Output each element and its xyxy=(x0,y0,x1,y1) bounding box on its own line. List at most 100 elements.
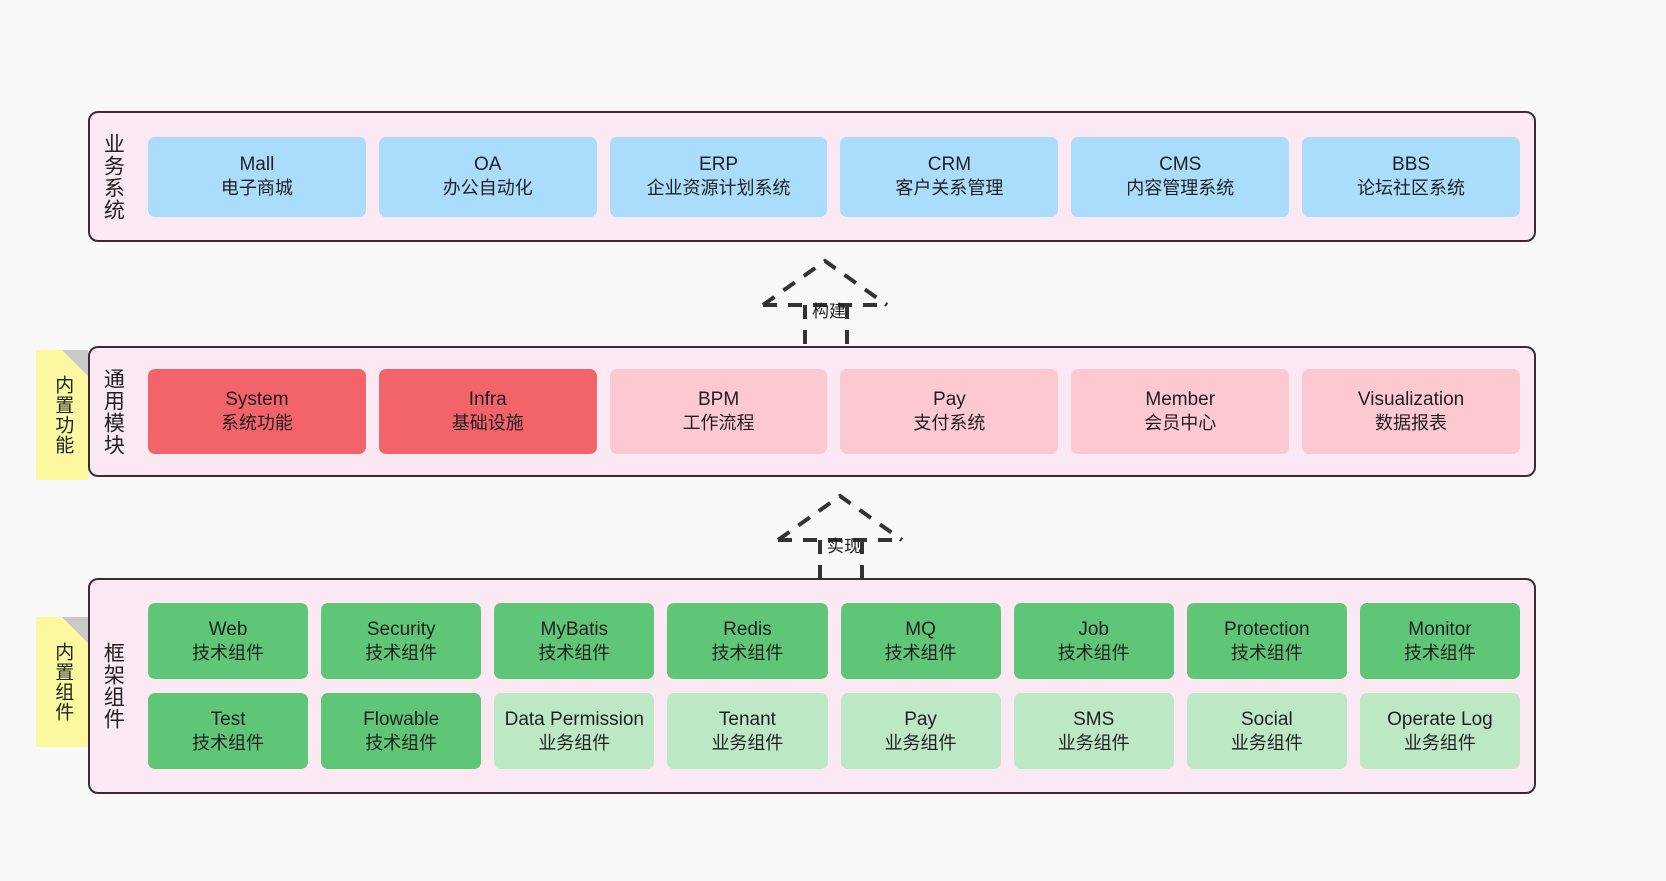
card-bpm-name: BPM xyxy=(697,389,740,411)
card-tenant[interactable]: Tenant 业务组件 xyxy=(667,693,828,769)
card-data-permission[interactable]: Data Permission 业务组件 xyxy=(494,693,655,769)
card-protection[interactable]: Protection 技术组件 xyxy=(1186,603,1347,679)
card-redis[interactable]: Redis 技术组件 xyxy=(667,603,828,679)
card-pay-component-name: Pay xyxy=(904,708,937,730)
card-protection-desc: 技术组件 xyxy=(1230,642,1303,663)
connector-implement-arrow xyxy=(776,493,904,585)
card-crm-name: CRM xyxy=(927,154,972,176)
card-web-desc: 技术组件 xyxy=(192,642,265,663)
card-sms-name: SMS xyxy=(1073,708,1115,730)
card-social-desc: 业务组件 xyxy=(1230,732,1303,753)
card-member-name: Member xyxy=(1145,389,1216,411)
card-visualization-desc: 数据报表 xyxy=(1375,413,1448,434)
layer-business-systems-body: Mall 电子商城 OA 办公自动化 ERP 企业资源计划系统 CRM 客户关系… xyxy=(134,113,1534,240)
card-security-desc: 技术组件 xyxy=(365,642,438,663)
card-member-desc: 会员中心 xyxy=(1144,413,1217,434)
card-web[interactable]: Web 技术组件 xyxy=(148,603,309,679)
card-job[interactable]: Job 技术组件 xyxy=(1013,603,1174,679)
card-monitor[interactable]: Monitor 技术组件 xyxy=(1359,603,1520,679)
card-bpm[interactable]: BPM 工作流程 xyxy=(609,369,828,454)
card-operate-log-desc: 业务组件 xyxy=(1403,732,1476,753)
card-monitor-desc: 技术组件 xyxy=(1403,642,1476,663)
layer-framework-components: 框架组件 Web 技术组件 Security 技术组件 MyBatis 技术组件… xyxy=(88,578,1536,794)
card-security-name: Security xyxy=(366,618,436,640)
connector-build: 构建 xyxy=(755,255,915,350)
sticky-note-builtin-components: 内置组件 xyxy=(36,617,88,747)
card-flowable-name: Flowable xyxy=(363,708,440,730)
card-system-desc: 系统功能 xyxy=(220,413,293,434)
card-security[interactable]: Security 技术组件 xyxy=(321,603,482,679)
card-mq[interactable]: MQ 技术组件 xyxy=(840,603,1001,679)
card-mall-desc: 电子商城 xyxy=(220,178,293,199)
card-pay-component[interactable]: Pay 业务组件 xyxy=(840,693,1001,769)
layer-common-modules: 通用模块 System 系统功能 Infra 基础设施 BPM 工作流程 Pay… xyxy=(88,346,1536,477)
card-bbs-name: BBS xyxy=(1392,154,1431,176)
card-mybatis-desc: 技术组件 xyxy=(538,642,611,663)
card-monitor-name: Monitor xyxy=(1408,618,1472,640)
connector-implement: 实现 xyxy=(770,490,930,585)
layer-framework-components-title: 框架组件 xyxy=(101,642,125,730)
card-infra[interactable]: Infra 基础设施 xyxy=(378,369,597,454)
layer-framework-components-body: Web 技术组件 Security 技术组件 MyBatis 技术组件 Redi… xyxy=(134,580,1534,792)
connector-build-label: 构建 xyxy=(812,302,846,321)
card-test-name: Test xyxy=(210,708,246,730)
card-sms-desc: 业务组件 xyxy=(1057,732,1130,753)
card-tenant-desc: 业务组件 xyxy=(711,732,784,753)
card-pay-module-desc: 支付系统 xyxy=(913,413,986,434)
card-cms-name: CMS xyxy=(1159,154,1202,176)
card-job-desc: 技术组件 xyxy=(1057,642,1130,663)
card-oa-desc: 办公自动化 xyxy=(442,178,533,199)
card-infra-desc: 基础设施 xyxy=(451,413,524,434)
card-infra-name: Infra xyxy=(468,389,507,411)
card-pay-module-name: Pay xyxy=(933,389,966,411)
card-erp-desc: 企业资源计划系统 xyxy=(646,178,791,199)
card-web-name: Web xyxy=(208,618,248,640)
sticky-note-builtin-features-label: 内置功能 xyxy=(52,375,74,455)
card-mq-name: MQ xyxy=(905,618,936,640)
card-test[interactable]: Test 技术组件 xyxy=(148,693,309,769)
card-operate-log[interactable]: Operate Log 业务组件 xyxy=(1359,693,1520,769)
card-system[interactable]: System 系统功能 xyxy=(148,369,366,454)
card-visualization[interactable]: Visualization 数据报表 xyxy=(1302,369,1520,454)
layer-common-modules-body: System 系统功能 Infra 基础设施 BPM 工作流程 Pay 支付系统… xyxy=(134,348,1534,475)
sticky-note-builtin-features: 内置功能 xyxy=(36,350,88,480)
card-data-permission-desc: 业务组件 xyxy=(538,732,611,753)
card-protection-name: Protection xyxy=(1224,618,1310,640)
card-visualization-name: Visualization xyxy=(1357,389,1465,411)
layer-common-modules-title: 通用模块 xyxy=(101,367,125,456)
card-member[interactable]: Member 会员中心 xyxy=(1071,369,1290,454)
card-bpm-desc: 工作流程 xyxy=(682,413,755,434)
layer-business-systems-title: 业务系统 xyxy=(101,132,125,221)
card-mybatis[interactable]: MyBatis 技术组件 xyxy=(494,603,655,679)
framework-row-technical: Web 技术组件 Security 技术组件 MyBatis 技术组件 Redi… xyxy=(148,603,1520,679)
card-mybatis-name: MyBatis xyxy=(540,618,609,640)
card-pay-component-desc: 业务组件 xyxy=(884,732,957,753)
card-oa[interactable]: OA 办公自动化 xyxy=(378,136,597,217)
card-mq-desc: 技术组件 xyxy=(884,642,957,663)
layer-business-systems: 业务系统 Mall 电子商城 OA 办公自动化 ERP 企业资源计划系统 CRM… xyxy=(88,111,1536,242)
card-oa-name: OA xyxy=(474,154,502,176)
card-cms[interactable]: CMS 内容管理系统 xyxy=(1071,136,1290,217)
card-cms-desc: 内容管理系统 xyxy=(1126,178,1235,199)
card-social[interactable]: Social 业务组件 xyxy=(1186,693,1347,769)
card-data-permission-name: Data Permission xyxy=(504,708,644,730)
card-operate-log-name: Operate Log xyxy=(1387,708,1493,730)
card-job-name: Job xyxy=(1078,618,1109,640)
card-redis-desc: 技术组件 xyxy=(711,642,784,663)
card-bbs[interactable]: BBS 论坛社区系统 xyxy=(1302,136,1520,217)
card-flowable-desc: 技术组件 xyxy=(365,732,438,753)
card-sms[interactable]: SMS 业务组件 xyxy=(1013,693,1174,769)
card-bbs-desc: 论坛社区系统 xyxy=(1357,178,1466,199)
sticky-note-builtin-components-label: 内置组件 xyxy=(52,642,74,722)
card-mall[interactable]: Mall 电子商城 xyxy=(148,136,366,217)
card-crm[interactable]: CRM 客户关系管理 xyxy=(840,136,1059,217)
card-social-name: Social xyxy=(1240,708,1293,730)
connector-implement-label: 实现 xyxy=(827,537,861,556)
card-pay-module[interactable]: Pay 支付系统 xyxy=(840,369,1059,454)
card-flowable[interactable]: Flowable 技术组件 xyxy=(321,693,482,769)
card-crm-desc: 客户关系管理 xyxy=(895,178,1004,199)
card-test-desc: 技术组件 xyxy=(192,732,265,753)
card-erp[interactable]: ERP 企业资源计划系统 xyxy=(609,136,828,217)
framework-row-business: Test 技术组件 Flowable 技术组件 Data Permission … xyxy=(148,693,1520,769)
